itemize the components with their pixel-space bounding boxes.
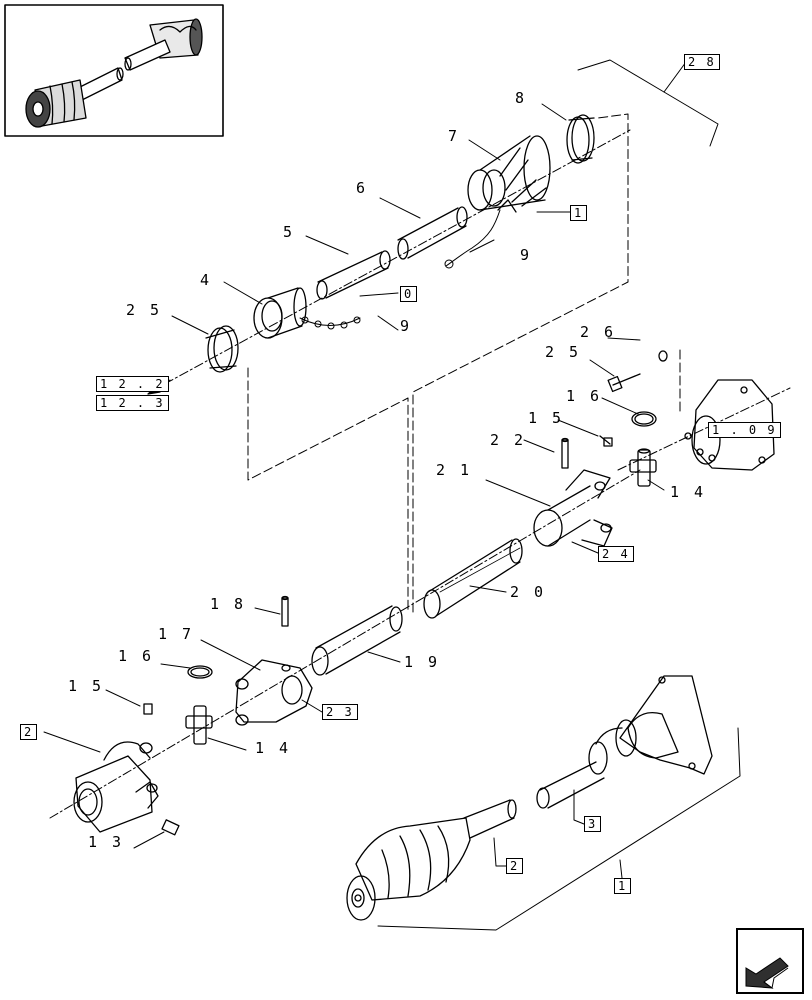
callout-19: 1 9 bbox=[404, 653, 441, 671]
leader-lines bbox=[43, 59, 741, 931]
callout-16-right: 1 6 bbox=[566, 387, 603, 405]
part-4-guard-cup bbox=[253, 287, 307, 339]
ref-12-3[interactable]: 1 2 . 3 bbox=[96, 395, 169, 411]
ref-2-left[interactable]: 2 bbox=[20, 724, 38, 740]
part-21-yoke bbox=[533, 469, 613, 547]
callout-26: 2 6 bbox=[580, 323, 617, 341]
part-8-ring bbox=[566, 114, 595, 164]
callout-8: 8 bbox=[515, 89, 528, 107]
part-19-profile-tube bbox=[311, 605, 403, 676]
right-joint-hardware bbox=[561, 350, 668, 487]
part-1-assembly bbox=[346, 675, 713, 921]
callout-15-right: 1 5 bbox=[528, 409, 565, 427]
callout-15-left: 1 5 bbox=[68, 677, 105, 695]
ref-28[interactable]: 2 8 bbox=[684, 54, 720, 70]
part-5-tube bbox=[316, 250, 391, 300]
assembly-thumbnail bbox=[4, 4, 224, 137]
callout-4: 4 bbox=[200, 271, 213, 289]
callout-6: 6 bbox=[356, 179, 369, 197]
callout-14-left: 1 4 bbox=[255, 739, 292, 757]
ref-24[interactable]: 2 4 bbox=[598, 546, 634, 562]
callout-25-right: 2 5 bbox=[545, 343, 582, 361]
callout-7: 7 bbox=[448, 127, 461, 145]
part-7-guard-cone bbox=[467, 135, 551, 213]
part-20-profile-tube bbox=[423, 538, 523, 619]
ref-1-upper[interactable]: 1 bbox=[570, 205, 588, 221]
callout-9-upper: 9 bbox=[520, 246, 533, 264]
ref-1-lower[interactable]: 1 bbox=[614, 878, 632, 894]
callout-5: 5 bbox=[283, 223, 296, 241]
callout-20: 2 0 bbox=[510, 583, 547, 601]
part-6-tube bbox=[397, 206, 468, 260]
flange-housing bbox=[684, 379, 775, 471]
ref-2-right[interactable]: 2 bbox=[506, 858, 524, 874]
ref-23[interactable]: 2 3 bbox=[322, 704, 358, 720]
next-page-arrow-icon[interactable] bbox=[736, 928, 804, 994]
callout-9-lower: 9 bbox=[400, 317, 413, 335]
callout-17: 1 7 bbox=[158, 625, 195, 643]
callout-18: 1 8 bbox=[210, 595, 247, 613]
callout-16-left: 1 6 bbox=[118, 647, 155, 665]
part-2-yoke bbox=[73, 741, 180, 836]
callout-14-right: 1 4 bbox=[670, 483, 707, 501]
ref-1-09[interactable]: 1 . 0 9 bbox=[708, 422, 781, 438]
ref-0[interactable]: 0 bbox=[400, 286, 418, 302]
part-25-ring bbox=[205, 325, 239, 373]
left-joint-hardware bbox=[143, 595, 313, 745]
callout-25-top: 2 5 bbox=[126, 301, 163, 319]
callout-13: 1 3 bbox=[88, 833, 125, 851]
callout-22: 2 2 bbox=[490, 431, 527, 449]
ref-3[interactable]: 3 bbox=[584, 816, 602, 832]
part-9-chains bbox=[299, 209, 501, 330]
callout-21: 2 1 bbox=[436, 461, 473, 479]
ref-12-2[interactable]: 1 2 . 2 bbox=[96, 376, 169, 392]
